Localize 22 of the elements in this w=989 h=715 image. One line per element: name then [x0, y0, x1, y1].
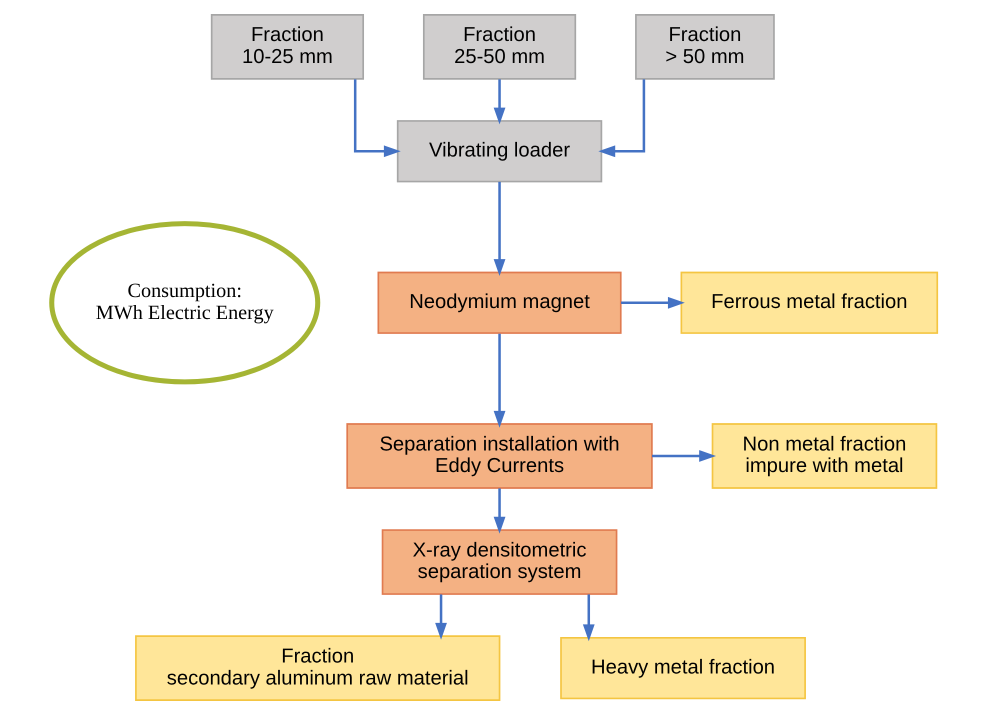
node-box: Heavy metal fraction	[560, 636, 806, 700]
node-box: Neodymium magnet	[378, 272, 622, 334]
node-box: Fraction secondary aluminum raw material	[135, 635, 500, 701]
arrow	[354, 79, 401, 158]
node-box: Vibrating loader	[396, 120, 602, 182]
node-box: Separation installation with Eddy Currents	[346, 423, 653, 489]
arrow	[494, 182, 506, 276]
node-box: Non metal fraction impure with metal	[712, 423, 938, 489]
arrow	[494, 334, 506, 428]
node-box: Fraction 10-25 mm	[210, 14, 364, 80]
arrow	[598, 79, 646, 158]
arrow	[652, 450, 716, 462]
arrow	[494, 79, 506, 124]
node-box: X-ray densitometric separation system	[382, 529, 618, 595]
arrow	[435, 594, 447, 640]
arrow	[582, 594, 595, 642]
arrow	[494, 488, 506, 534]
arrow	[621, 296, 685, 309]
node-box: Fraction > 50 mm	[635, 14, 775, 80]
node-box: Ferrous metal fraction	[680, 272, 938, 334]
node-box: Fraction 25-50 mm	[422, 14, 576, 80]
node-ellipse: Consumption: MWh Electric Energy	[49, 221, 320, 384]
